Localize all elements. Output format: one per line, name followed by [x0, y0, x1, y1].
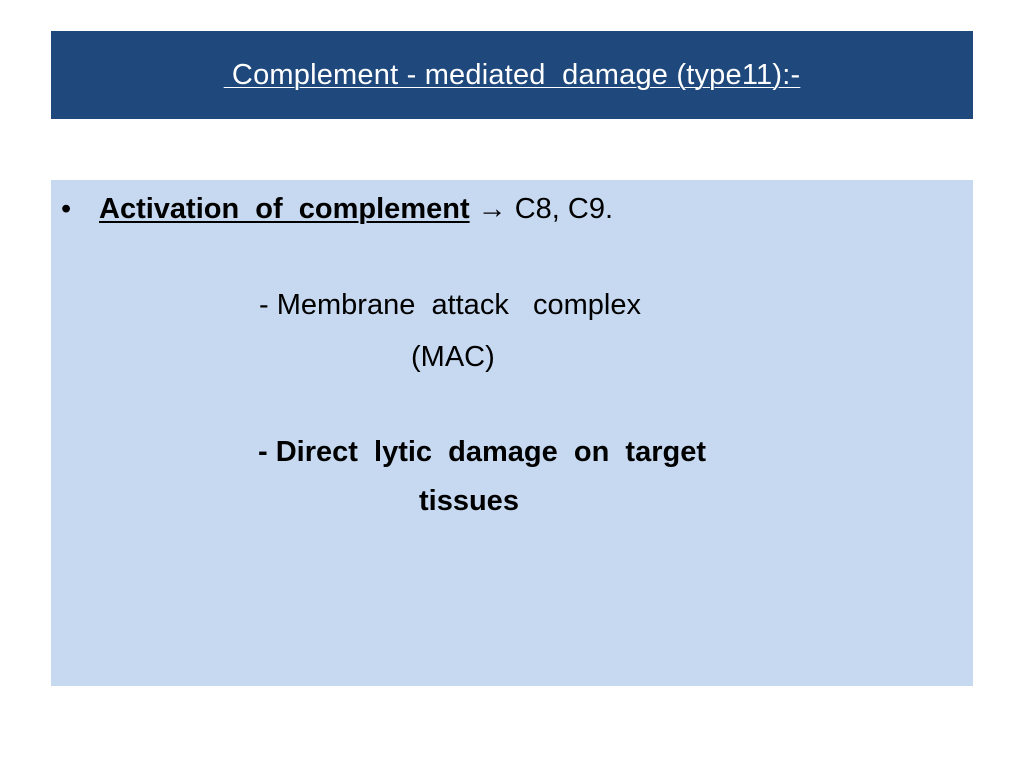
bullet-heading: Activation of complement	[99, 193, 470, 225]
bullet-marker: •	[61, 193, 72, 225]
bullet-tail: C8, C9.	[506, 193, 614, 225]
arrow-icon: →	[477, 193, 507, 225]
lytic-line-2: tissues	[419, 485, 519, 517]
bullet-item: • Activation of complement → C8, C9.	[61, 192, 613, 226]
content-box: • Activation of complement → C8, C9. - Me…	[51, 180, 973, 686]
title-bar: Complement - mediated damage (type11):-	[51, 31, 973, 119]
slide-title: Complement - mediated damage (type11):-	[223, 58, 801, 91]
mac-line-2: (MAC)	[411, 341, 495, 373]
mac-line-1: - Membrane attack complex	[259, 289, 641, 321]
lytic-line-1: - Direct lytic damage on target	[258, 436, 706, 468]
